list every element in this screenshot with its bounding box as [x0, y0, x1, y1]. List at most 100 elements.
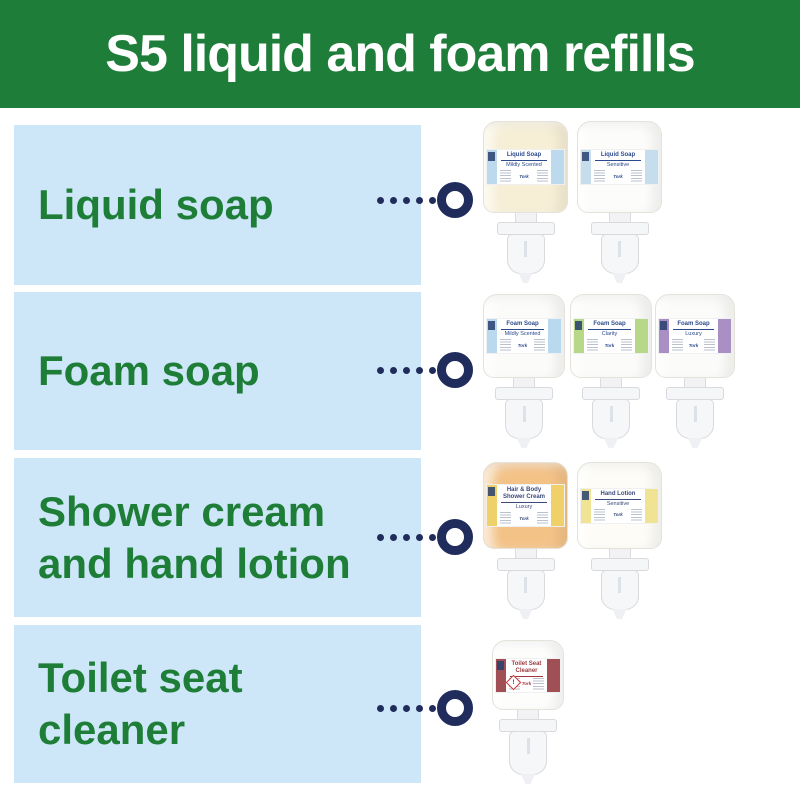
connector-dot	[416, 705, 423, 712]
bottle-label: Liquid Soap Mildly Scented Tork	[486, 149, 565, 185]
label-rule	[595, 498, 641, 500]
pump-tip	[612, 273, 627, 283]
pump-chamber	[509, 731, 547, 775]
fine-print	[703, 339, 715, 351]
connector-dot	[429, 197, 436, 204]
category-label: Liquid soap	[38, 181, 274, 228]
category-panel-toilet-seat-cleaner: Toilet seat cleaner	[14, 625, 421, 783]
category-panel-liquid-soap: Liquid soap	[14, 125, 421, 285]
bottle-toilet-seat-cleaner: Toilet Seat Cleaner Tork	[492, 640, 564, 784]
label-accent-tab	[550, 150, 564, 184]
bottle-label: Hair & Body Shower Cream Luxury Tork	[486, 484, 565, 527]
product-variant: Sensitive	[606, 500, 630, 507]
fine-print	[536, 170, 548, 182]
pump-chamber	[600, 570, 639, 610]
fine-print	[594, 508, 606, 521]
product-title: Hand Lotion	[600, 490, 636, 497]
pump-chamber	[506, 234, 545, 274]
label-accent-tab	[487, 319, 498, 353]
bottle-body: Foam Soap Clarity Tork	[570, 294, 652, 378]
connector-dot	[416, 197, 423, 204]
connector-dot	[377, 197, 384, 204]
connector-dot	[429, 705, 436, 712]
connector-ring-icon	[437, 352, 473, 388]
connector-dot	[416, 534, 423, 541]
pump-chamber	[600, 234, 639, 274]
brand-logo: Tork	[688, 342, 699, 348]
connector-dot	[403, 534, 410, 541]
product-title: Foam Soap	[677, 321, 710, 327]
label-accent-tab	[644, 488, 658, 523]
pump-tip	[518, 273, 533, 283]
product-variant: Clarity	[601, 331, 618, 337]
page-title: S5 liquid and foam refills	[105, 25, 695, 83]
category-panel-foam-soap: Foam soap	[14, 292, 421, 450]
bottle-body: Foam Soap Luxury Tork	[655, 294, 735, 378]
label-rule	[673, 329, 714, 330]
label-accent-tab	[717, 319, 731, 353]
pump-chamber	[506, 570, 545, 610]
pump-tip	[517, 438, 531, 448]
label-accent-tab	[487, 485, 498, 526]
product-title: Foam Soap	[593, 321, 626, 327]
label-accent-tab	[644, 150, 658, 184]
product-variant: Mildly Scented	[504, 331, 541, 337]
brand-logo: Tork	[519, 515, 529, 521]
label-accent-tab	[574, 319, 585, 353]
category-panel-shower-cream-hand-lotion: Shower cream and hand lotion	[14, 458, 421, 617]
connector-dot	[377, 534, 384, 541]
label-rule	[501, 160, 547, 161]
bottle-label: Toilet Seat Cleaner Tork	[494, 657, 562, 693]
bottle-body: Hand Lotion Sensitive Tork	[577, 462, 662, 549]
fine-print	[500, 512, 512, 524]
fine-print	[672, 339, 684, 351]
pump-tip	[612, 609, 627, 619]
fine-print	[500, 339, 512, 351]
bottle-body: Liquid Soap Sensitive Tork	[577, 121, 662, 213]
connector-dot	[377, 367, 384, 374]
label-rule	[501, 502, 547, 503]
label-accent-tab	[634, 319, 648, 353]
bottle-foam-soap-mildly-scented: Foam Soap Mildly Scented Tork	[483, 294, 565, 448]
product-variant: Sensitive	[606, 162, 630, 168]
connector-dot	[403, 197, 410, 204]
bottle-body: Hair & Body Shower Cream Luxury Tork	[483, 462, 568, 549]
bottle-body: Liquid Soap Mildly Scented Tork	[483, 121, 568, 213]
bottle-hand-lotion-sensitive: Hand Lotion Sensitive Tork	[577, 462, 662, 619]
brand-logo: Tork	[604, 342, 615, 348]
pump-chamber	[676, 399, 714, 439]
brand-logo: Tork	[613, 173, 623, 179]
bottle-liquid-soap-mildly-scented: Liquid Soap Mildly Scented Tork	[483, 121, 568, 283]
label-accent-tab	[581, 150, 592, 184]
label-accent-tab	[547, 319, 561, 353]
connector-ring-icon	[437, 690, 473, 726]
product-title: Liquid Soap	[600, 152, 636, 158]
fine-print	[630, 170, 642, 182]
connector-dot	[390, 534, 397, 541]
label-accent-tab	[495, 658, 506, 692]
label-rule	[501, 329, 544, 330]
fine-print	[533, 339, 545, 351]
product-title: Liquid Soap	[506, 152, 542, 158]
bottle-body: Foam Soap Mildly Scented Tork	[483, 294, 565, 378]
connector-dot	[429, 534, 436, 541]
fine-print	[500, 170, 512, 182]
pump-tip	[604, 438, 618, 448]
bottle-label: Foam Soap Clarity Tork	[573, 318, 649, 354]
header-banner: S5 liquid and foam refills	[0, 0, 800, 108]
connector-dot	[416, 367, 423, 374]
connector-dot	[390, 705, 397, 712]
label-rule	[595, 160, 641, 161]
pump-chamber	[592, 399, 630, 439]
connector-dot	[403, 705, 410, 712]
brand-logo: Tork	[521, 681, 532, 686]
label-rule	[588, 329, 631, 330]
bottle-foam-soap-luxury: Foam Soap Luxury Tork	[655, 294, 735, 448]
connector-dot	[390, 197, 397, 204]
label-accent-tab	[581, 488, 592, 523]
connector-ring-icon	[437, 519, 473, 555]
brand-logo: Tork	[519, 173, 529, 179]
category-label: and hand lotion	[38, 539, 351, 587]
label-accent-tab	[487, 150, 498, 184]
fine-print	[587, 339, 599, 351]
